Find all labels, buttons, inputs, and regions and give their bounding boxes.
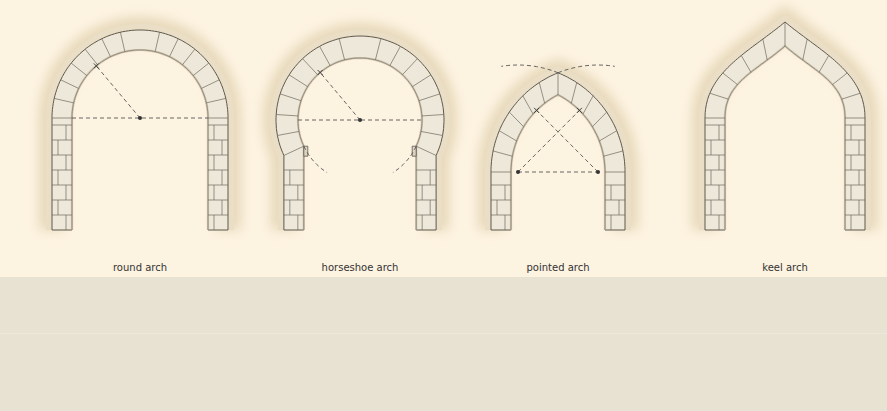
center-point — [516, 170, 520, 174]
arch-band — [491, 73, 625, 230]
stucco — [276, 36, 444, 230]
circle-continuation — [304, 146, 327, 172]
springing-line — [518, 172, 598, 173]
stone-joints — [491, 73, 625, 230]
arc-extension — [558, 65, 615, 73]
center-point — [138, 116, 142, 120]
soffit-shade — [298, 58, 422, 230]
stucco — [705, 22, 865, 230]
lower-band — [0, 277, 887, 411]
radius-mark — [577, 108, 582, 113]
impost — [304, 146, 416, 156]
stone-joints — [276, 39, 444, 230]
center-point — [358, 118, 362, 122]
stucco — [491, 73, 625, 230]
arch-label: round arch — [113, 262, 167, 273]
stucco — [52, 30, 228, 230]
soffit-shade — [72, 50, 208, 230]
arch-label: keel arch — [762, 262, 808, 273]
stucco — [52, 30, 228, 230]
band-rule — [0, 333, 887, 334]
radius-mark — [94, 63, 99, 68]
arc-extension — [501, 65, 558, 73]
arch-label: horseshoe arch — [322, 262, 399, 273]
soffit-shade — [511, 95, 605, 230]
stucco — [705, 22, 865, 230]
radius-line — [96, 66, 140, 118]
arch-band — [705, 22, 865, 230]
arch-band — [276, 36, 444, 230]
circle-continuation — [393, 146, 416, 172]
stone-joints — [705, 22, 865, 230]
radius-line — [320, 73, 360, 120]
radius-line — [518, 110, 579, 172]
radius-mark — [318, 70, 323, 75]
arch-band — [52, 30, 228, 230]
arch-label: pointed arch — [526, 262, 589, 273]
radius-mark — [534, 108, 539, 113]
center-point — [596, 170, 600, 174]
soffit-shade — [725, 46, 845, 230]
stucco — [276, 36, 444, 230]
arch-illustrations — [0, 0, 887, 277]
stone-joints — [52, 32, 228, 230]
radius-line — [537, 110, 598, 172]
stucco — [491, 73, 625, 230]
